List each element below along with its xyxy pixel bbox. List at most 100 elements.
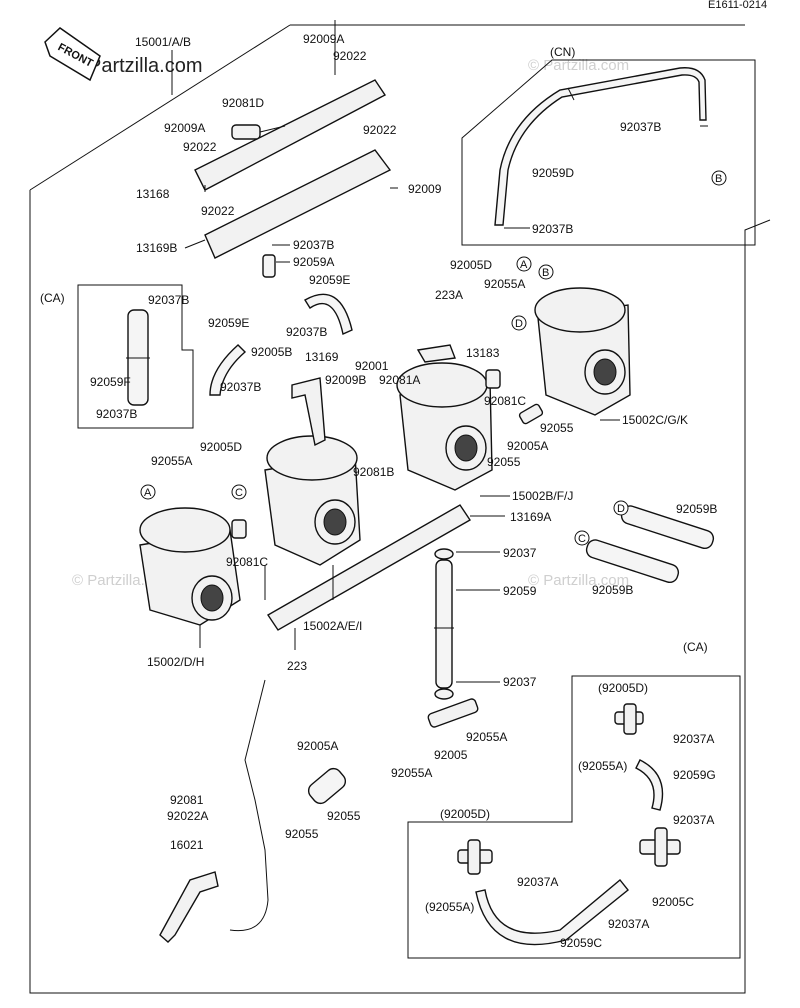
callout-223-1: 223 xyxy=(287,659,307,673)
svg-text:D: D xyxy=(515,318,523,330)
hose-92059E-upper xyxy=(304,293,353,335)
callout-92055A-1: 92055A xyxy=(151,454,192,468)
callout-15002A-E-I: 15002A/E/I xyxy=(303,619,362,633)
svg-text:A: A xyxy=(520,259,528,271)
svg-text:B: B xyxy=(542,267,549,279)
main-frame xyxy=(29,190,771,994)
cn-hose-cut xyxy=(567,87,575,101)
callout-92037A-1: 92037A xyxy=(673,732,714,746)
brand-watermark: Partzilla.com xyxy=(88,55,202,77)
callout-92001: 92001 xyxy=(355,359,389,373)
callout-92059D: 92059D xyxy=(532,166,574,180)
clip-92037-lower xyxy=(434,688,454,700)
callout-92037B-ca2: 92037B xyxy=(96,407,137,421)
callout-92081D: 92081D xyxy=(222,96,264,110)
callout-92059: 92059 xyxy=(503,584,537,598)
callout-92055-4: 92055 xyxy=(327,809,361,823)
callout-13168: 13168 xyxy=(136,187,170,201)
cn-box-label: (CN) xyxy=(550,45,575,59)
callout-92037-1: 92037 xyxy=(503,546,537,560)
cn-hose xyxy=(494,67,707,226)
callout-92037B-cn1: 92037B xyxy=(620,120,661,134)
throttle-cable xyxy=(229,679,269,932)
callout-92005D-ca2: (92005D) xyxy=(440,807,490,821)
bracket-13183 xyxy=(416,344,456,363)
callout-92009: 92009 xyxy=(408,182,442,196)
callout-13169B: 13169B xyxy=(136,241,177,255)
callout-15002C-G-K: 15002C/G/K xyxy=(622,413,688,427)
diagram-id: E1611-0214 xyxy=(708,0,767,11)
callout-92055A-4: 92055A xyxy=(391,766,432,780)
callout-15002-D-H: 15002/D/H xyxy=(147,655,204,669)
hose-92059C xyxy=(475,879,629,946)
callout-92005C: 92005C xyxy=(652,895,694,909)
callout-92005A-2: 92005A xyxy=(297,739,338,753)
fitting-92005 xyxy=(427,698,479,728)
circle-marker-c-lower: C xyxy=(574,530,590,546)
callout-92059B-1: 92059B xyxy=(676,502,717,516)
callout-92059F: 92059F xyxy=(90,375,131,389)
spring-92081C-left xyxy=(231,519,247,539)
circle-marker-a-upper: A xyxy=(516,256,532,272)
frame-top-left xyxy=(29,24,291,191)
ca-box-lower-label: (CA) xyxy=(683,640,708,654)
carb-rail-13169B xyxy=(204,149,392,259)
clip-92037-upper xyxy=(434,548,454,560)
hose-92059A xyxy=(262,254,276,278)
callout-223A: 223A xyxy=(435,288,463,302)
callout-92081C-2: 92081C xyxy=(484,394,526,408)
callout-92055A-ca2: (92055A) xyxy=(425,900,474,914)
callout-92059E-2: 92059E xyxy=(208,316,249,330)
watermark-right: © Partzilla.com xyxy=(528,572,629,589)
svg-text:C: C xyxy=(578,533,586,545)
circle-marker-c-upper: C xyxy=(231,484,247,500)
callout-92005A-1: 92005A xyxy=(507,439,548,453)
t-fitting-92005C xyxy=(639,827,681,867)
circle-marker-a-lower: A xyxy=(140,484,156,500)
callout-92059G: 92059G xyxy=(673,768,716,782)
hose-92059G xyxy=(635,759,664,811)
carb-rail-upper xyxy=(194,79,387,191)
callout-92005D-1: 92005D xyxy=(200,440,242,454)
circle-marker-b-lower: B xyxy=(538,264,554,280)
callout-92055A-2: 92055A xyxy=(484,277,525,291)
callout-16021: 16021 xyxy=(170,838,204,852)
ca-box-lower xyxy=(407,675,741,959)
callout-92059B-2: 92059B xyxy=(592,583,633,597)
callout-92022-4: 92022 xyxy=(201,204,235,218)
callout-92005D-ca1: (92005D) xyxy=(598,681,648,695)
hose-92059E-left xyxy=(209,344,247,396)
callout-92005D-2: 92005D xyxy=(450,258,492,272)
callout-92037A-2: 92037A xyxy=(673,813,714,827)
hose-92059B-lower xyxy=(585,539,680,584)
ca-box-upper xyxy=(77,284,194,429)
circle-marker-d-lower: D xyxy=(613,500,629,516)
carburetor-15002-D-H xyxy=(139,507,241,626)
callout-92037A-4: 92037A xyxy=(608,917,649,931)
svg-text:C: C xyxy=(235,487,243,499)
callout-92055A-3: 92055A xyxy=(466,730,507,744)
svg-text:A: A xyxy=(144,487,152,499)
callout-92009B: 92009B xyxy=(325,373,366,387)
carburetor-15002A-E-I xyxy=(264,435,361,566)
callout-15002B-F-J: 15002B/F/J xyxy=(512,489,573,503)
callout-92037B-1: 92037B xyxy=(293,238,334,252)
callout-92059A: 92059A xyxy=(293,255,334,269)
callout-92059C: 92059C xyxy=(560,936,602,950)
callout-92022A: 92022A xyxy=(167,809,208,823)
ca-box-upper-label: (CA) xyxy=(40,291,65,305)
t-fitting-92005D-ca-upper xyxy=(614,703,644,735)
circle-marker-d-upper: D xyxy=(511,315,527,331)
hose-92059 xyxy=(435,559,453,689)
callout-92009A-1: 92009A xyxy=(303,32,344,46)
callout-92037B-3: 92037B xyxy=(220,380,261,394)
callout-92081B: 92081B xyxy=(353,465,394,479)
leader-lines xyxy=(171,20,708,683)
callout-92081C-1: 92081C xyxy=(226,555,268,569)
callout-92081A: 92081A xyxy=(379,373,420,387)
callout-92009A-2: 92009A xyxy=(164,121,205,135)
callout-92022-1: 92022 xyxy=(333,49,367,63)
svg-text:B: B xyxy=(715,173,722,185)
front-arrow-icon: FRONT xyxy=(44,27,101,82)
